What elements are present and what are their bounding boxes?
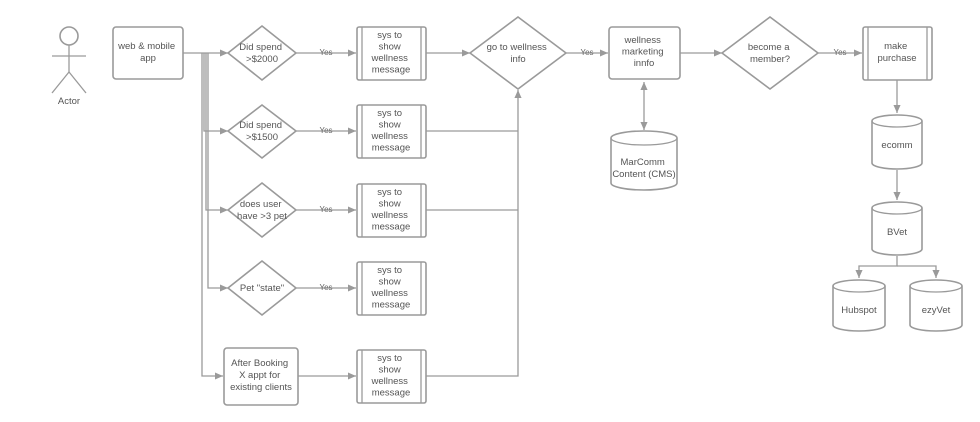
sys-box-1 [356, 26, 427, 81]
node-label-go-to-wellness: go to wellness info [487, 42, 550, 65]
node-label-spend-2000: Did spend >$2000 [239, 42, 284, 65]
decision-go-to-wellness [468, 16, 568, 90]
marketing-info-box [608, 26, 681, 80]
decision-pet-count [226, 181, 298, 239]
actor-left-leg [51, 71, 70, 94]
decision-become-member [720, 16, 820, 90]
node-label-pet-state: Pet "state" [240, 283, 284, 294]
actor-head [59, 26, 79, 46]
edge-label-yes: Yes [833, 48, 846, 57]
sys-box-3 [356, 183, 427, 238]
node-label-sys2: sys to show wellness message [370, 108, 410, 154]
node-label-become-member: become a member? [748, 42, 792, 65]
node-label-app: web & mobile app [117, 41, 178, 64]
node-label-pet-count: does user have >3 pet [237, 199, 287, 222]
decision-spend-1500 [226, 103, 298, 160]
actor-right-leg [68, 71, 87, 94]
edge-bvet-to-ezyvet [897, 265, 940, 278]
node-label-cms: MarComm Content (CMS) [612, 157, 675, 180]
purchase-box [862, 26, 933, 81]
hubspot-database [832, 279, 886, 332]
actor: Actor [51, 26, 87, 107]
bvet-database [871, 201, 923, 256]
edge-label-yes: Yes [319, 126, 332, 135]
node-label-booking: After Booking X appt for existing client… [230, 358, 292, 393]
edge-app-to-pet-count [205, 53, 228, 214]
node-label-sys1: sys to show wellness message [370, 30, 410, 76]
edge-label-yes: Yes [319, 48, 332, 57]
node-label-ecomm: ecomm [881, 140, 912, 151]
edge-sys5-to-go [426, 90, 522, 377]
node-label-sys5: sys to show wellness message [370, 353, 410, 399]
edges [183, 49, 940, 380]
node-label-hubspot: Hubspot [841, 305, 877, 316]
edge-app-to-spend-1500 [203, 53, 228, 135]
decision-spend-2000 [226, 24, 298, 82]
sys-box-4 [356, 261, 427, 316]
node-label-sys4: sys to show wellness message [370, 265, 410, 311]
cms-database [610, 130, 678, 191]
ezyvet-database [909, 279, 963, 332]
decision-pet-state [226, 259, 298, 317]
node-label-marketing: wellness marketing innfo [622, 35, 666, 69]
node-label-purchase: make purchase [877, 41, 916, 64]
app-box [112, 26, 184, 80]
node-label-spend-1500: Did spend >$1500 [239, 120, 284, 143]
actor-label: Actor [58, 96, 80, 107]
ecomm-database [871, 114, 923, 170]
booking-box [223, 347, 299, 406]
edge-label-yes: Yes [580, 48, 593, 57]
sys-box-5 [356, 349, 427, 404]
node-label-bvet: BVet [887, 227, 907, 238]
edge-label-yes: Yes [319, 205, 332, 214]
node-label-sys3: sys to show wellness message [370, 187, 410, 233]
edge-labels: Yes Yes Yes Yes Yes Yes [319, 48, 846, 292]
edge-app-to-pet-state [207, 53, 228, 292]
node-label-ezyvet: ezyVet [922, 305, 951, 316]
edge-label-yes: Yes [319, 283, 332, 292]
edge-bvet-to-hubspot [855, 256, 898, 278]
edge-app-to-booking [201, 53, 223, 380]
sys-box-2 [356, 104, 427, 159]
